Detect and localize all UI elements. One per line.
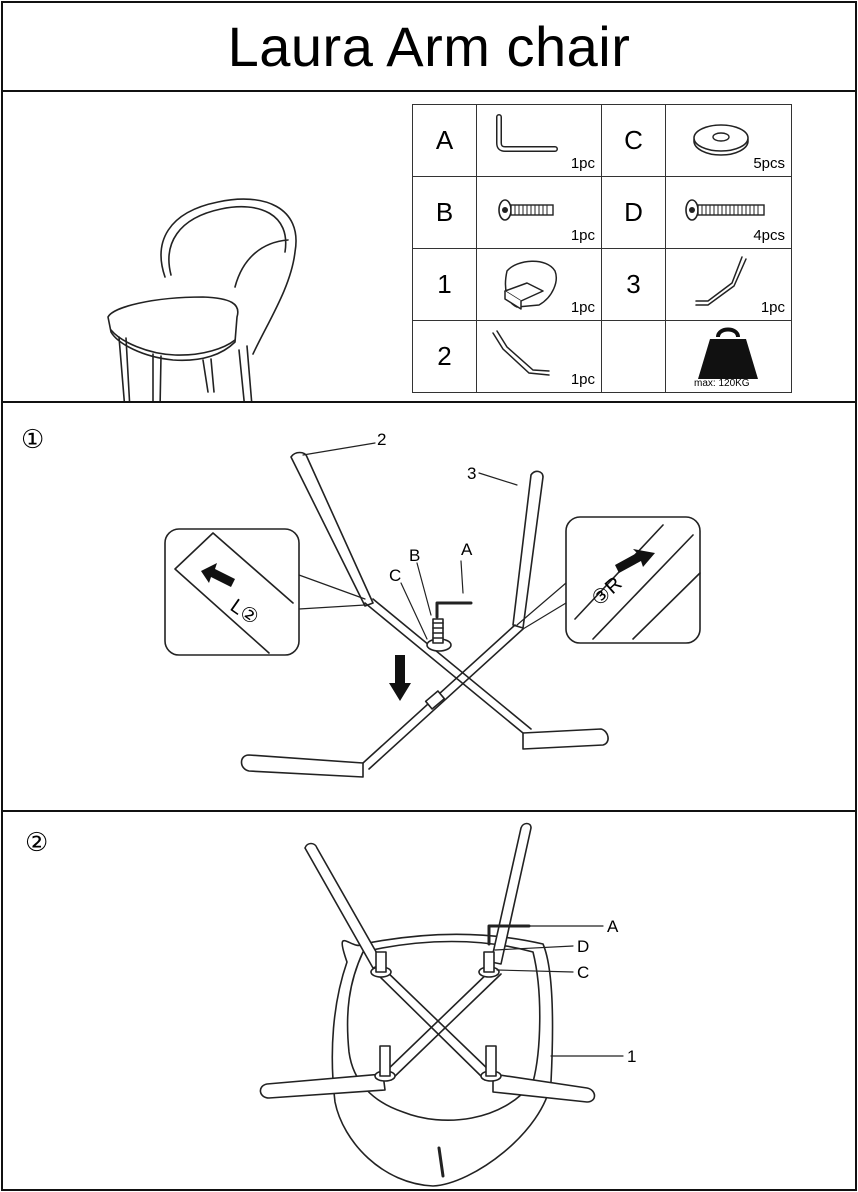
part-letter: C	[601, 104, 666, 177]
part-qty: 1pc	[570, 371, 595, 388]
part-qty: 1pc	[570, 155, 595, 172]
label-c: C	[577, 963, 589, 982]
weight-icon	[698, 327, 758, 379]
label-seat: 1	[627, 1047, 636, 1066]
part-qty: 5pcs	[753, 155, 785, 172]
step-1-diagram: 2 3 A B C L② ③R	[164, 430, 701, 778]
label-a: A	[461, 540, 473, 559]
seat-shell-icon	[504, 260, 557, 310]
part-letter: D	[601, 176, 666, 249]
part-cell: 1pc	[665, 248, 792, 321]
step-number: ②	[25, 828, 49, 858]
max-load-cell: max: 120KG	[665, 320, 792, 393]
parts-table: A 1pc C 5pcs	[412, 104, 792, 393]
step-number: ①	[21, 425, 45, 455]
part-cell: 1pc	[476, 104, 602, 177]
part-cell: 1pc	[476, 248, 602, 321]
step-2-diagram: A D C 1	[259, 822, 636, 1187]
part-cell: 1pc	[476, 320, 602, 393]
right-arrow-icon	[615, 549, 655, 573]
step-1-section: ①	[1, 401, 857, 812]
page-title: Laura Arm chair	[227, 15, 631, 78]
part-cell: 1pc	[476, 176, 602, 249]
part-qty: 4pcs	[753, 227, 785, 244]
part-letter: A	[412, 104, 477, 177]
label-b: B	[409, 546, 420, 565]
part-cell: 5pcs	[665, 104, 792, 177]
part-letter: 3	[601, 248, 666, 321]
leg-frame-icon	[695, 256, 747, 306]
part-qty: 1pc	[760, 299, 785, 316]
label-leg-3: 3	[467, 464, 476, 483]
part-qty: 1pc	[570, 227, 595, 244]
title-box: Laura Arm chair	[1, 1, 857, 92]
down-arrow-icon	[389, 655, 411, 701]
label-leg-2: 2	[377, 430, 386, 449]
part-cell: 4pcs	[665, 176, 792, 249]
chair-illustration	[107, 198, 297, 464]
label-d: D	[577, 937, 589, 956]
part-letter: B	[412, 176, 477, 249]
left-arrow-icon	[201, 563, 235, 587]
step-2-section: ②	[1, 810, 857, 1191]
part-qty: 1pc	[570, 299, 595, 316]
label-c: C	[389, 566, 401, 585]
long-bolt-icon	[685, 199, 765, 221]
empty-cell	[601, 320, 666, 393]
part-letter: 1	[412, 248, 477, 321]
parts-section: A 1pc C 5pcs	[1, 90, 857, 464]
short-bolt-icon	[498, 199, 554, 221]
washer-icon	[693, 124, 749, 156]
allen-key-icon	[496, 114, 558, 152]
leg-frame-icon	[492, 330, 550, 376]
label-a: A	[607, 917, 619, 936]
part-letter: 2	[412, 320, 477, 393]
max-load-label: max: 120KG	[694, 378, 750, 389]
